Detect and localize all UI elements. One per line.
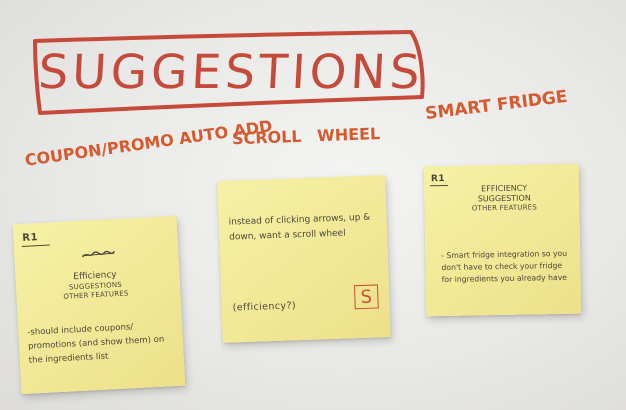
wheel-word: WHEEL <box>316 124 381 146</box>
tag-underline <box>21 244 50 247</box>
board-title: SUGGESTIONS <box>36 44 426 100</box>
smart-fridge-note-text: - Smart fridge integration so you don't … <box>441 248 568 284</box>
category-label: OTHER FEATURES <box>471 203 538 213</box>
square-letter-mark-icon: S <box>353 284 379 310</box>
crossed-out-word-icon <box>81 250 115 258</box>
suggestions-title-box: SUGGESTIONS <box>28 29 426 116</box>
note-tag: R1 <box>430 173 446 185</box>
coupon-note: R1 Efficiency SUGGESTIONS OTHER FEATURES… <box>12 215 186 395</box>
note-tag: R1 <box>22 232 39 244</box>
note-category-labels: Efficiency SUGGESTIONS OTHER FEATURES <box>52 269 138 302</box>
scroll-word: SCROLL <box>231 126 302 149</box>
hand-drawn-rectangle-icon <box>33 30 425 115</box>
efficiency-question: (efficiency?) <box>232 300 297 314</box>
coupon-note-text: -should include coupons/ promotions (and… <box>27 322 165 366</box>
scroll-wheel-note: instead of clicking arrows, up & down, w… <box>217 175 391 343</box>
note-category-labels: EFFICIENCY SUGGESTION OTHER FEATURES <box>468 183 540 213</box>
smart-fridge-note: R1 EFFICIENCY SUGGESTION OTHER FEATURES … <box>423 163 582 317</box>
scroll-wheel-note-text: instead of clicking arrows, up & down, w… <box>228 212 371 243</box>
tag-underline <box>430 184 449 187</box>
